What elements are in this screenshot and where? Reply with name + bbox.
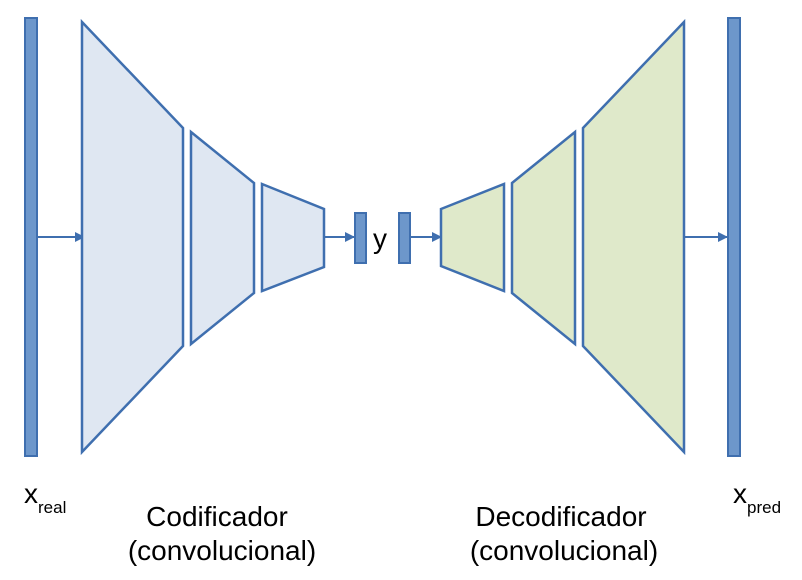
decoder-layer-1 bbox=[439, 182, 506, 293]
output-bar-x-pred bbox=[727, 17, 741, 457]
encoder-layer-3 bbox=[260, 182, 326, 293]
encoder-caption-line2: (convolucional) bbox=[128, 535, 316, 566]
encoder-layer-1 bbox=[80, 18, 185, 456]
latent-bar-right bbox=[398, 212, 411, 264]
label-x-pred-sub: pred bbox=[747, 498, 781, 517]
encoder-caption-line1: Codificador bbox=[146, 501, 288, 532]
decoder-caption-line2: (convolucional) bbox=[470, 535, 658, 566]
label-x-real-sub: real bbox=[38, 498, 66, 517]
label-x-real: xreal bbox=[24, 478, 66, 517]
latent-bar-left bbox=[354, 212, 367, 264]
label-x-real-base: x bbox=[24, 478, 38, 509]
input-bar-x-real bbox=[24, 17, 38, 457]
label-x-pred-base: x bbox=[733, 478, 747, 509]
label-x-pred: xpred bbox=[733, 478, 781, 517]
decoder-layer-2 bbox=[510, 129, 577, 347]
latent-label-y: y bbox=[373, 223, 387, 254]
decoder-layer-3 bbox=[581, 18, 686, 456]
encoder-layer-2 bbox=[189, 129, 256, 347]
decoder-caption-line1: Decodificador bbox=[475, 501, 646, 532]
